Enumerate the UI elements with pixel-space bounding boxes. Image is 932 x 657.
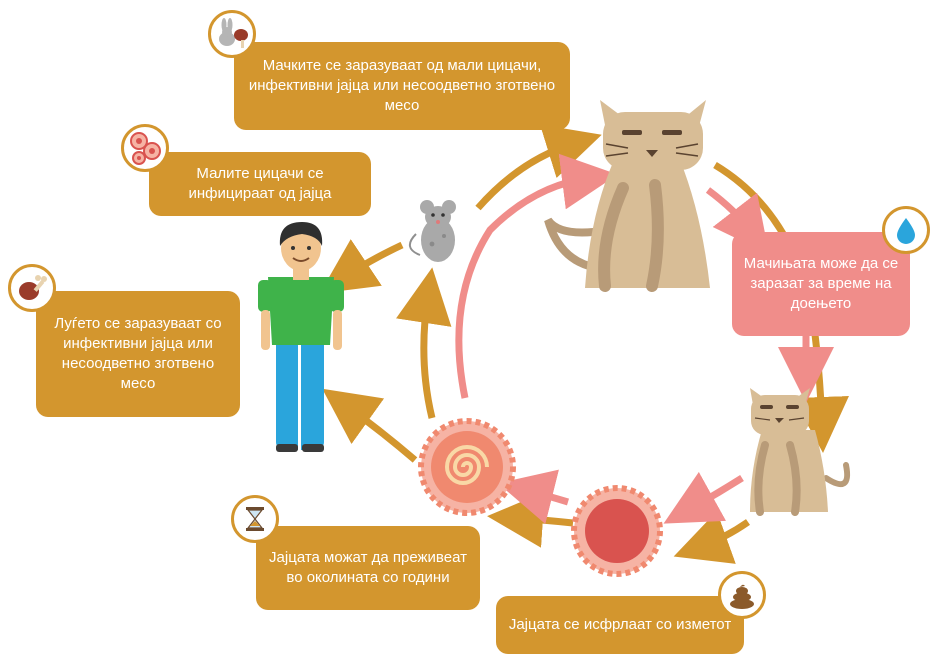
rabbit-meat-icon (208, 10, 256, 58)
arrow-egg-to-mouse (396, 267, 452, 419)
arrow-feces-to-egg-pink (497, 469, 570, 524)
arrow-kitten-to-feces (673, 511, 750, 564)
cats-infected-text: Мачките се заразуваат од мали цицачи, ин… (248, 57, 556, 114)
water-drop-icon (882, 206, 930, 254)
person (258, 222, 344, 452)
poop-icon (718, 571, 766, 619)
small-mammals-box: Малите цицачи се инфицираат од јајца (149, 152, 371, 216)
arrow-cat-to-kittens-box (705, 187, 770, 255)
people-box: Луѓето се заразуваат со инфективни јајца… (36, 291, 240, 417)
people-text: Луѓето се заразуваат со инфективни јајца… (54, 315, 222, 392)
kittens-text: Мачињата може да се заразат за време на … (743, 255, 899, 312)
shed-egg (571, 485, 663, 577)
eggs-survive-text: Јајцата можат да преживеат во околината … (269, 549, 467, 586)
eggs-shed-box: Јајцата се исфрлаат со изметот (496, 596, 744, 654)
cats-infected-box: Мачките се заразуваат од мали цицачи, ин… (234, 42, 570, 130)
mouse (409, 200, 456, 262)
arrow-egg-to-cat (455, 153, 618, 399)
kittens-box: Мачињата може да се заразат за време на … (732, 232, 910, 336)
infectious-egg (418, 418, 516, 516)
adult-cat (544, 100, 710, 292)
arrow-kitten-to-feces-pink (663, 471, 744, 524)
eggs-survive-box: Јајцата можат да преживеат во околината … (256, 526, 480, 610)
pink-cycle-arrows (455, 153, 834, 524)
hourglass-icon (231, 495, 279, 543)
cells-icon (121, 124, 169, 172)
drumstick-icon (8, 264, 56, 312)
arrow-mouse-to-cat (475, 124, 602, 211)
small-mammals-text: Малите цицачи се инфицираат од јајца (188, 165, 332, 202)
kitten (750, 388, 850, 516)
eggs-shed-text: Јајцата се исфрлаат со изметот (508, 616, 732, 633)
arrow-feces-to-egg (487, 491, 574, 548)
gold-cycle-arrows (319, 124, 849, 564)
arrow-egg-to-human (322, 388, 418, 463)
arrow-mouse-to-human (319, 239, 404, 294)
